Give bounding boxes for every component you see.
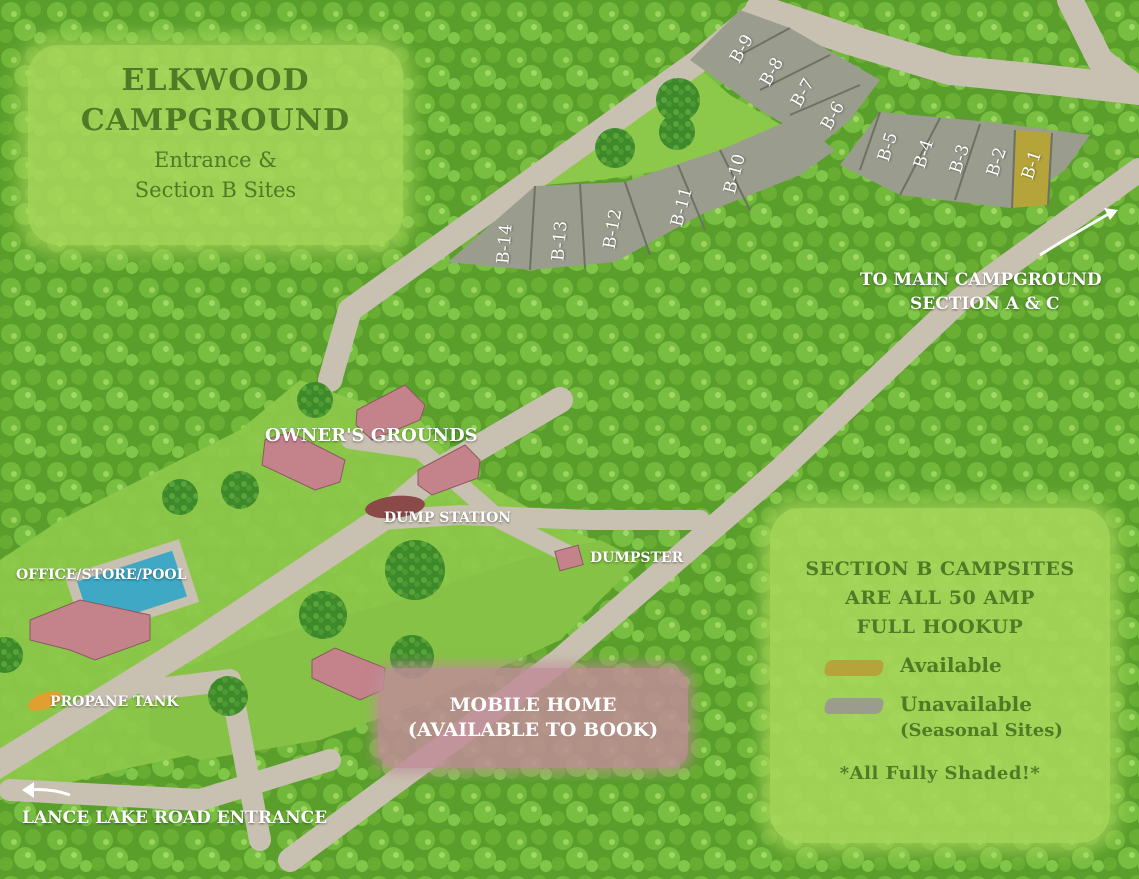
mobile-home-line-2: (AVAILABLE TO BOOK) [407, 719, 659, 741]
site-b1-pad [1012, 130, 1052, 208]
unavailable-swatch [823, 698, 885, 714]
legend-available: Available [900, 653, 1002, 677]
title-panel: ELKWOOD CAMPGROUND Entrance & Section B … [28, 45, 403, 245]
tree [659, 114, 695, 150]
tree [162, 479, 198, 515]
dump-station-pad [365, 495, 425, 519]
arrow-to-main-icon [1039, 210, 1113, 257]
arrow-entrance-head [22, 782, 34, 798]
office-store-pool-label: OFFICE/STORE/POOL [16, 567, 187, 583]
title-line-2: CAMPGROUND [80, 103, 351, 138]
owner-house-1 [261, 431, 346, 491]
legend-heading-2: ARE ALL 50 AMP [845, 587, 1035, 609]
site-pad-lower [448, 118, 835, 270]
trees [0, 78, 700, 716]
legend-shaded-note: *All Fully Shaded!* [839, 763, 1041, 784]
site-dividers [529, 27, 1053, 271]
owner-house-3 [417, 444, 481, 496]
dump-station-label: DUMP STATION [384, 510, 512, 526]
buildings [29, 384, 584, 701]
tree [595, 128, 635, 168]
available-swatch [823, 660, 885, 676]
legend-unavailable: Unavailable [900, 692, 1032, 716]
site-label-b-14: B-14 [493, 223, 517, 265]
subtitle-line-1: Entrance & [154, 148, 277, 172]
legend-heading-1: SECTION B CAMPSITES [805, 558, 1075, 580]
propane-tank [27, 691, 63, 711]
tree [297, 382, 333, 418]
tree [0, 637, 23, 673]
office-building [29, 599, 151, 661]
mobile-home-line-1: MOBILE HOME [449, 694, 617, 716]
site-label-b-13: B-13 [548, 220, 572, 262]
propane-tank-label: PROPANE TANK [50, 694, 179, 710]
tree [221, 471, 259, 509]
owner-house-2 [355, 384, 426, 441]
to-main-campground-label: TO MAIN CAMPGROUND [860, 270, 1102, 290]
owners-grounds-label: OWNER'S GROUNDS [265, 425, 478, 446]
tree [299, 591, 347, 639]
lance-lake-road-entrance-label: LANCE LAKE ROAD ENTRANCE [22, 808, 328, 828]
title-line-1: ELKWOOD [121, 63, 310, 98]
legend-seasonal: (Seasonal Sites) [900, 720, 1063, 741]
subtitle-line-2: Section B Sites [134, 178, 297, 202]
tree [385, 540, 445, 600]
dumpster-label: DUMPSTER [590, 550, 684, 566]
tree [208, 676, 248, 716]
legend-heading-3: FULL HOOKUP [856, 616, 1024, 638]
legend-panel: SECTION B CAMPSITES ARE ALL 50 AMP FULL … [770, 508, 1110, 843]
mobile-home-panel: MOBILE HOME (AVAILABLE TO BOOK) [378, 668, 688, 768]
dumpster-building [554, 544, 584, 572]
section-a-c-label: SECTION A & C [910, 294, 1060, 314]
arrow-to-main-head [1104, 208, 1118, 220]
tree [656, 78, 700, 122]
